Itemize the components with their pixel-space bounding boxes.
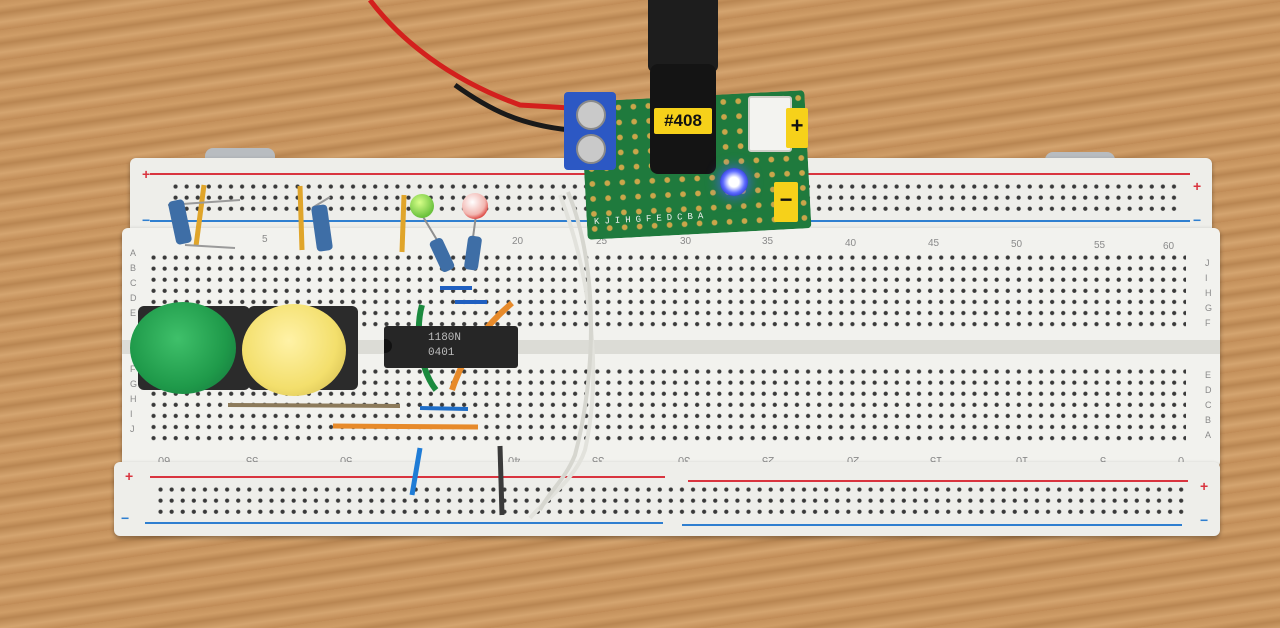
ic-chip: 1180N 0401 — [384, 326, 518, 368]
screw-icon — [576, 100, 606, 130]
row-letter: B — [130, 263, 137, 273]
module-plus-symbol: + — [790, 113, 804, 138]
red-led — [462, 193, 488, 219]
row-letter: E — [130, 308, 137, 318]
row-letter: E — [1205, 370, 1212, 380]
jst-connector — [748, 96, 792, 152]
bottom-rail-blue-line-left — [145, 522, 663, 524]
row-letter: C — [130, 278, 137, 288]
module-number-label: #408 — [654, 108, 712, 134]
chip-marking-1: 1180N — [428, 332, 462, 344]
row-letter: H — [1205, 288, 1212, 298]
bottom-rail-right-minus: − — [1200, 512, 1209, 528]
row-letter: D — [1205, 385, 1212, 395]
col-number-5: 5 — [262, 234, 268, 245]
tan-wire-long — [227, 403, 401, 408]
row-letter: C — [1205, 400, 1212, 410]
module-minus-tag: − — [774, 182, 798, 222]
row-letter: I — [130, 409, 133, 419]
module-plus-tag: + — [786, 108, 808, 148]
col-number-40: 40 — [845, 238, 857, 249]
chip-marking-2: 0401 — [428, 347, 455, 359]
row-letter: B — [1205, 415, 1212, 425]
col-number-55: 55 — [1094, 240, 1106, 251]
row-letter: F — [130, 364, 136, 374]
bottom-rail-red-line-right — [688, 480, 1188, 482]
row-letter: I — [1205, 273, 1208, 283]
row-letter: J — [1205, 258, 1210, 268]
top-rail-right-minus: − — [1193, 212, 1202, 228]
blue-wire-mid — [419, 406, 469, 411]
yellow-jumper-1 — [193, 184, 207, 247]
col-number-35: 35 — [762, 236, 774, 247]
bottom-rail-minus: − — [121, 510, 130, 526]
blue-status-led — [720, 168, 748, 196]
black-power-cable — [453, 82, 571, 133]
row-letter: H — [130, 394, 137, 404]
screw-icon — [576, 134, 606, 164]
col-number-45: 45 — [928, 238, 940, 249]
resistor-leg-b — [184, 244, 236, 249]
yellow-jumper-3 — [399, 194, 407, 253]
orange-wire-long — [332, 423, 479, 430]
black-wire-vertical — [497, 445, 505, 516]
chip-notch — [384, 339, 392, 353]
row-letter: A — [130, 248, 137, 258]
white-wire-1 — [528, 194, 596, 520]
row-letters-left-top: A B C D E — [130, 246, 142, 321]
row-letter: G — [1205, 303, 1213, 313]
row-letters-right-top: J I H G F — [1205, 256, 1217, 331]
top-rail-minus: − — [142, 212, 151, 228]
row-letter: A — [1205, 430, 1212, 440]
barrel-jack-plug — [648, 0, 718, 72]
yellow-jumper-2 — [297, 185, 305, 251]
bottom-rail-right-plus: + — [1200, 478, 1209, 494]
white-wire-2 — [538, 191, 593, 511]
top-rail-plus: + — [142, 166, 151, 182]
row-letters-right-bottom: E D C B A — [1205, 368, 1217, 443]
row-letter: F — [1205, 318, 1211, 328]
col-number-50: 50 — [1011, 239, 1023, 250]
blue-wire-vertical — [409, 447, 423, 496]
yellow-pushbutton[interactable] — [242, 304, 346, 396]
top-rail-right-plus: + — [1193, 178, 1202, 194]
row-letters-left-bottom: F G H I J — [130, 362, 142, 437]
green-pushbutton[interactable] — [130, 302, 236, 394]
row-letter: G — [130, 379, 138, 389]
screw-terminal-block — [564, 92, 616, 170]
red-power-cable — [368, 0, 571, 111]
bottom-rail-blue-line-right — [682, 524, 1182, 526]
col-number-20: 20 — [512, 236, 524, 247]
col-number-60: 60 — [1163, 241, 1175, 252]
bottom-rail-holes — [155, 484, 1185, 518]
col-number-25: 25 — [596, 236, 608, 247]
row-letter: J — [130, 424, 135, 434]
bottom-rail-red-line-left — [150, 476, 665, 478]
module-minus-symbol: − — [779, 187, 793, 212]
bottom-rail-plus: + — [125, 468, 134, 484]
col-number-30: 30 — [680, 236, 692, 247]
row-letter: D — [130, 293, 137, 303]
green-led — [410, 194, 434, 218]
